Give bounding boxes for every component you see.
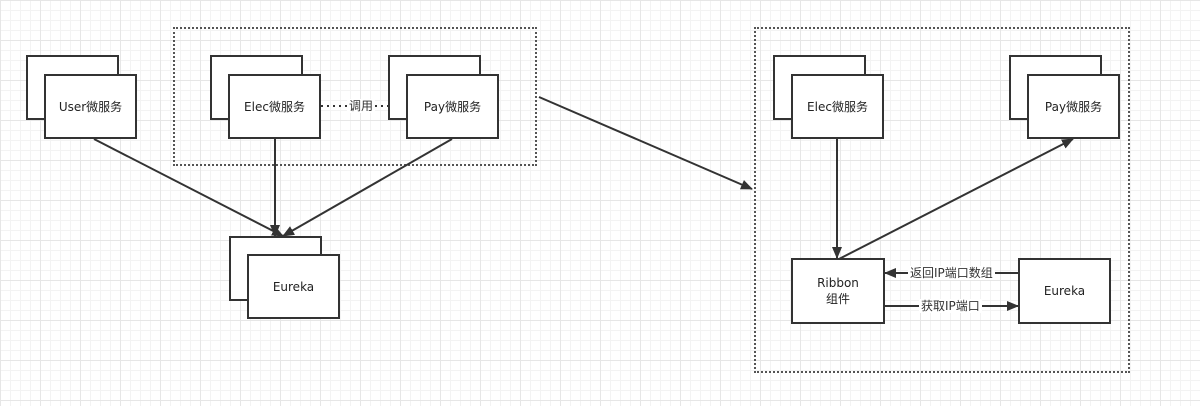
edge-ribbon-to-pay: [838, 138, 1074, 260]
elec-service-left-node: Elec微服务: [228, 74, 321, 139]
ribbon-label-line1: Ribbon: [817, 276, 859, 290]
call-edge-label: 调用: [347, 99, 376, 113]
elec-service-left-label: Elec微服务: [244, 99, 305, 114]
edge-user-to-eureka: [93, 138, 284, 237]
edge-pay-to-eureka: [282, 138, 453, 237]
edge-group-to-group: [538, 96, 753, 190]
pay-service-right-node: Pay微服务: [1027, 74, 1120, 139]
return-edge-label: 返回IP端口数组: [908, 266, 995, 280]
eureka-right-node: Eureka: [1018, 258, 1111, 324]
pay-service-left-node: Pay微服务: [406, 74, 499, 139]
elec-service-right-node: Elec微服务: [791, 74, 884, 139]
elec-service-right-label: Elec微服务: [807, 99, 868, 114]
eureka-left-label: Eureka: [272, 279, 315, 294]
eureka-right-label: Eureka: [1043, 284, 1086, 298]
ribbon-component-node: Ribbon 组件: [791, 258, 885, 324]
right-group-container: [754, 27, 1130, 373]
user-service-node: User微服务: [44, 74, 137, 139]
left-group-container: [173, 27, 537, 166]
pay-service-left-label: Pay微服务: [423, 99, 482, 114]
fetch-edge-label: 获取IP端口: [919, 299, 982, 313]
user-service-label: User微服务: [58, 99, 123, 114]
eureka-left-node: Eureka: [247, 254, 340, 319]
ribbon-label-line2: 组件: [825, 292, 850, 306]
pay-service-right-label: Pay微服务: [1044, 99, 1103, 114]
